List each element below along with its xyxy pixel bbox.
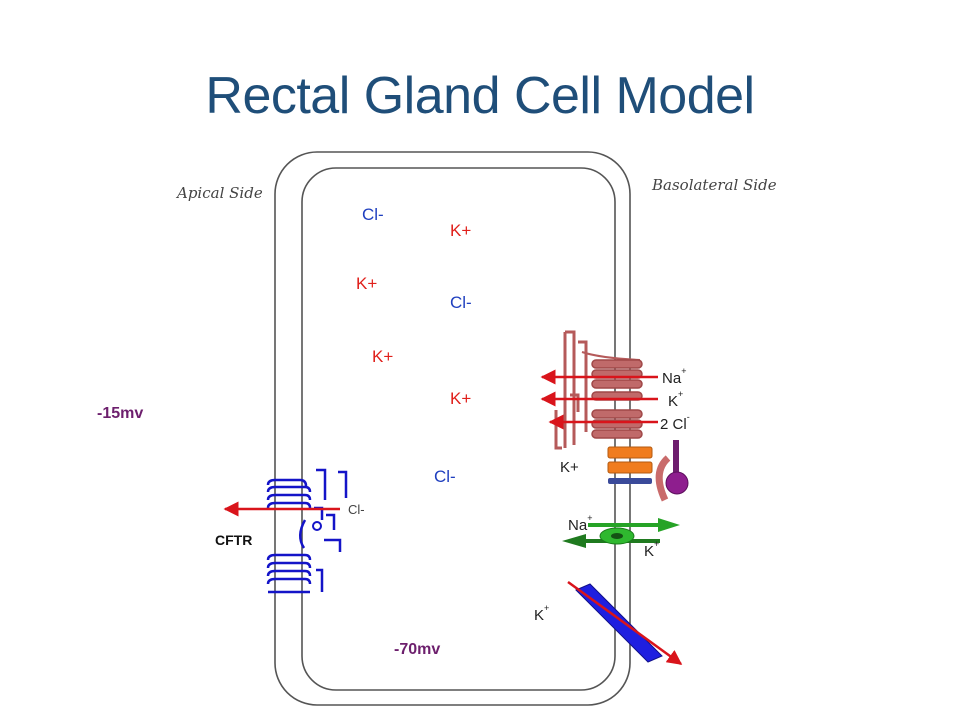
k-channel-label: K+ (560, 459, 579, 476)
apical-side-label: Apical Side (175, 184, 263, 202)
cftr-cl-label: Cl- (348, 502, 365, 517)
cftr-label: CFTR (215, 532, 252, 548)
cytoplasm-ion: Cl- (450, 293, 472, 312)
cytoplasm-ion: K+ (450, 221, 471, 240)
cytoplasm-ion: Cl- (434, 467, 456, 486)
pump-na-label: Na+ (568, 513, 592, 534)
nkcc-k-label: K+ (668, 389, 683, 410)
nkcc-na-label: Na+ (662, 366, 686, 387)
cytoplasm-ion: K+ (450, 389, 471, 408)
nkcc-cl-label: 2 Cl- (660, 412, 690, 433)
cftr-channel (266, 468, 348, 594)
na-k-pump (562, 518, 680, 548)
nkcc-cotransporter (554, 330, 643, 450)
k-leak-channel (567, 580, 683, 666)
cytoplasm-ion: Cl- (362, 205, 384, 224)
cell-membrane-inner (301, 167, 616, 691)
cell-potential: -70mv (394, 641, 440, 658)
k-leak-label: K+ (534, 603, 549, 624)
pump-k-label: K+ (644, 539, 659, 560)
basolateral-side-label: Basolateral Side (651, 176, 777, 194)
cytoplasm-ion: K+ (356, 274, 377, 293)
page-title: Rectal Gland Cell Model (205, 67, 755, 125)
apical-potential: -15mv (97, 405, 143, 422)
k-channel (607, 440, 689, 502)
cytoplasm-ion: K+ (372, 347, 393, 366)
